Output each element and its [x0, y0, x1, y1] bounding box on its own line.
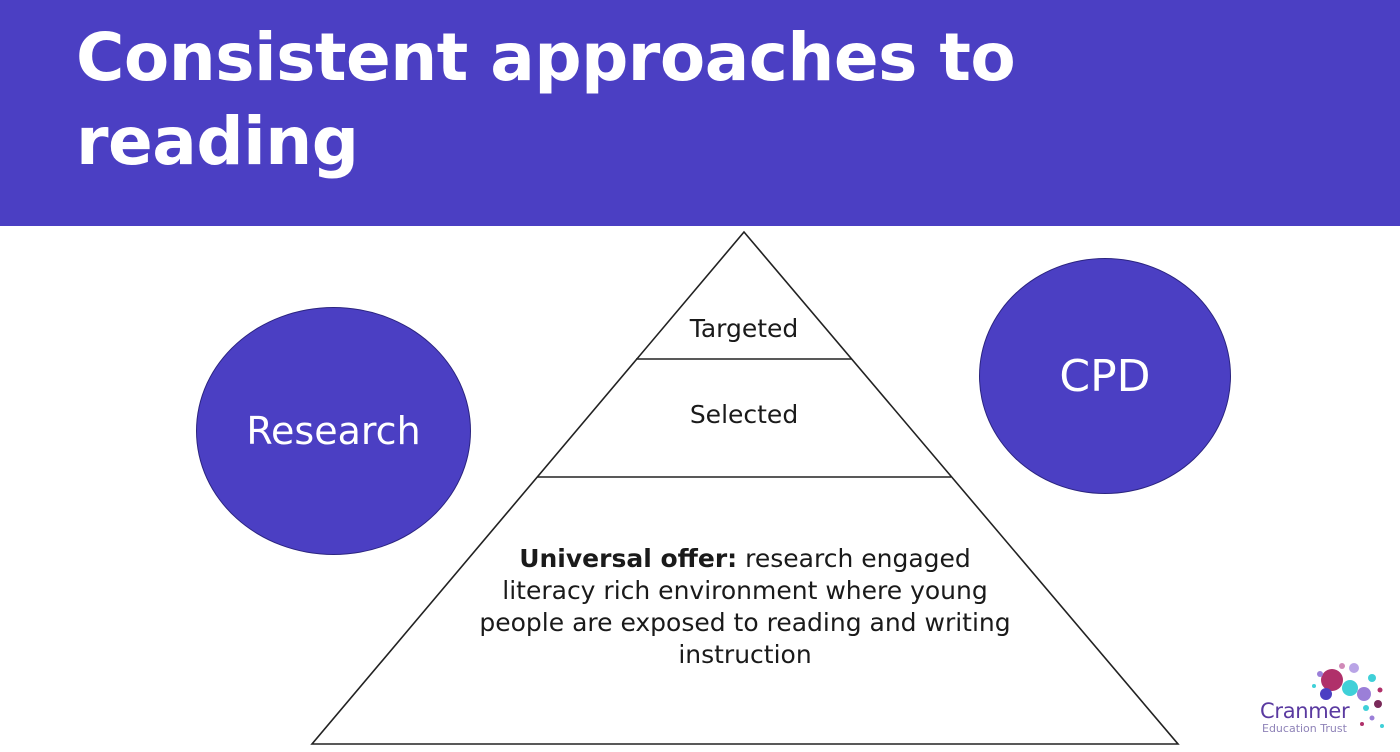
cpd-circle: CPD: [979, 258, 1231, 494]
universal-offer-text: research engaged literacy rich environme…: [479, 544, 1011, 669]
title-banner: Consistent approaches to reading: [0, 0, 1400, 226]
logo-name: Cranmer: [1260, 699, 1350, 723]
logo-subtitle: Education Trust: [1262, 722, 1347, 735]
slide-title: Consistent approaches to reading: [76, 19, 1016, 180]
research-circle: Research: [196, 307, 471, 555]
cpd-label: CPD: [1059, 350, 1151, 402]
tier-universal: Universal offer: research engaged litera…: [470, 543, 1020, 671]
tier-selected: Selected: [689, 400, 799, 429]
pyramid-outline: [310, 230, 1180, 745]
research-label: Research: [246, 409, 421, 453]
universal-offer-heading: Universal offer:: [519, 544, 738, 573]
cranmer-logo-icon: [1312, 663, 1384, 728]
tier-targeted: Targeted: [689, 314, 799, 343]
